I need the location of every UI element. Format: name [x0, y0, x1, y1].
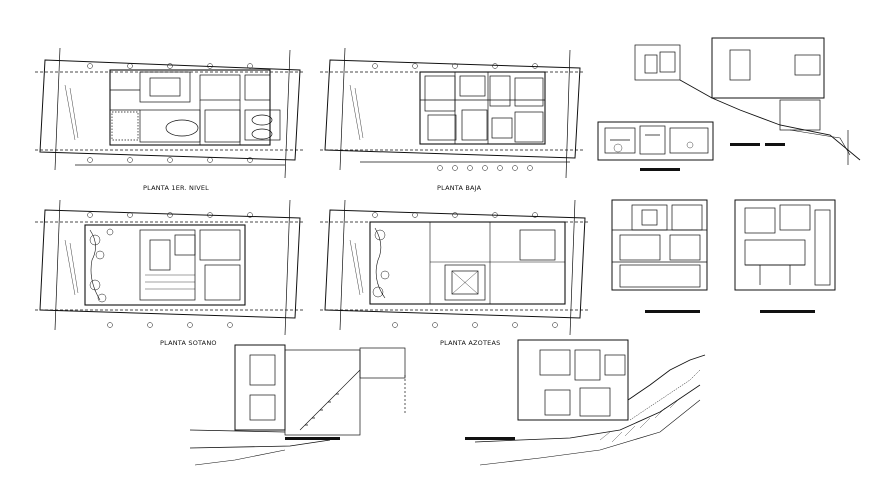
section-middle-right [734, 199, 836, 313]
label-plan-first-floor: PLANTA 1ER. NIVEL [143, 184, 209, 192]
elevation-right-top [597, 121, 714, 171]
facade-middle [611, 199, 708, 313]
section-top-right [634, 37, 861, 165]
plan-roof [320, 199, 590, 336]
section-bottom-right [465, 339, 706, 466]
label-plan-ground: PLANTA BAJA [437, 184, 482, 192]
label-plan-roof: PLANTA AZOTEAS [440, 339, 501, 347]
label-plan-basement: PLANTA SOTANO [160, 339, 217, 347]
plan-basement [35, 199, 305, 336]
plan-first-floor [35, 47, 305, 179]
section-bottom-left [189, 344, 406, 466]
plan-ground-floor [320, 47, 585, 179]
